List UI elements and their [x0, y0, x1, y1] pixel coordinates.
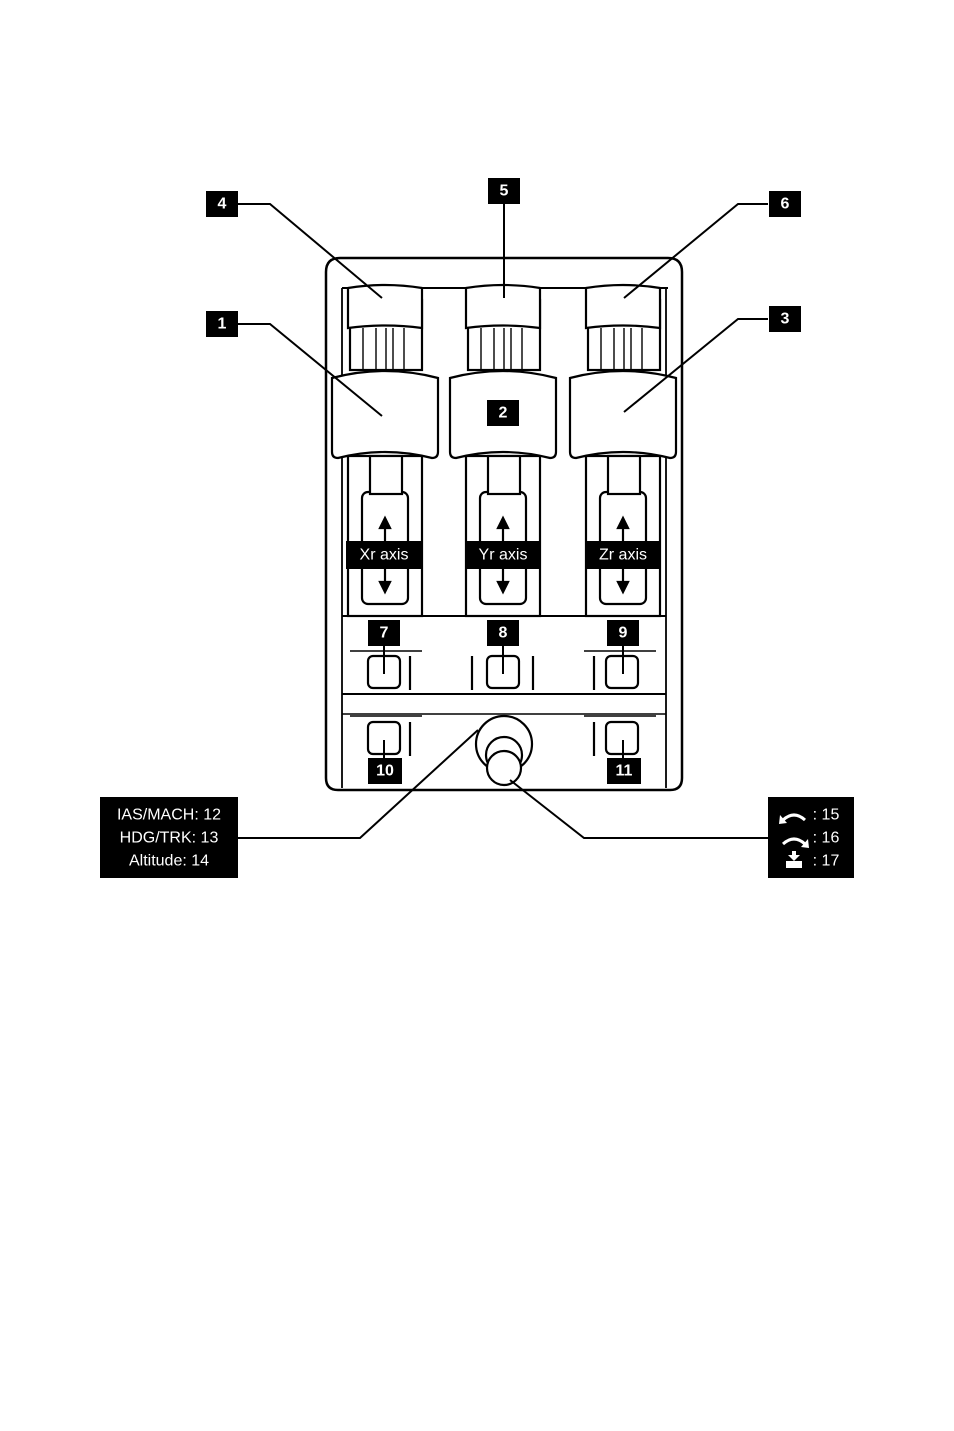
callout-8: 8: [499, 625, 508, 642]
callout-9-box: [607, 620, 639, 646]
callout-1-box: [206, 311, 238, 337]
axis-label-xr-bg: [346, 541, 422, 569]
axis-label-yr-bg: [465, 541, 541, 569]
rotate-right-icon: [781, 837, 809, 848]
left-info-box: [100, 797, 238, 878]
axis-label-zr: Zr axis: [599, 547, 647, 564]
right-info-line-2: : 16: [813, 830, 840, 847]
callout-4-box: [206, 191, 238, 217]
callout-3: 3: [781, 311, 790, 328]
mini-joystick: [474, 714, 534, 787]
callout-5: 5: [500, 183, 509, 200]
rotate-left-icon: [779, 813, 807, 824]
right-info-line-1: : 15: [813, 807, 840, 824]
lever-xr: [330, 283, 440, 618]
right-info-line-3: : 17: [813, 853, 840, 870]
callout-10-box: [368, 758, 402, 784]
callout-1: 1: [218, 316, 227, 333]
callout-11-box: [607, 758, 641, 784]
callout-6: 6: [781, 196, 790, 213]
axis-label-yr: Yr axis: [479, 547, 528, 564]
callout-2-box: [487, 400, 519, 426]
callout-4: 4: [218, 196, 227, 213]
callout-5-box: [488, 178, 520, 204]
leader-lines: [238, 203, 768, 839]
callout-8-box: [487, 620, 519, 646]
left-info-line-2: HDG/TRK: 13: [120, 830, 219, 847]
callout-7-box: [368, 620, 400, 646]
axis-label-xr: Xr axis: [360, 547, 409, 564]
callout-7: 7: [380, 625, 389, 642]
callout-9: 9: [619, 625, 628, 642]
callout-2: 2: [499, 405, 508, 422]
callout-6-box: [769, 191, 801, 217]
right-info-box: [768, 797, 854, 878]
callout-11: 11: [616, 763, 633, 780]
left-info-line-1: IAS/MACH: 12: [117, 807, 221, 824]
axis-label-zr-bg: [585, 541, 661, 569]
lever-zr: [568, 283, 678, 618]
left-info-line-3: Altitude: 14: [129, 853, 209, 870]
callout-3-box: [769, 306, 801, 332]
callout-10: 10: [376, 763, 394, 780]
push-down-icon: [786, 851, 802, 868]
